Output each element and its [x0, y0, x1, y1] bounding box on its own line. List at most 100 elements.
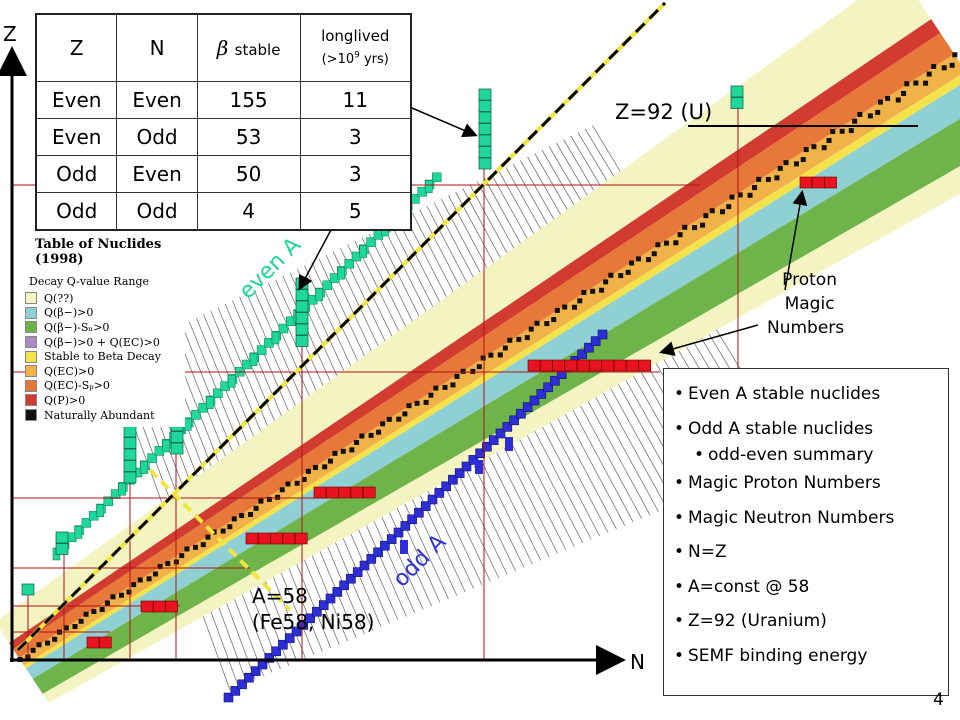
odd-a-cell	[386, 534, 397, 544]
stable-nuclide	[655, 242, 661, 248]
odd-a-cell	[318, 600, 329, 610]
magic-neutron-marker	[295, 335, 309, 347]
stable-nuclide	[826, 138, 832, 144]
stable-nuclide	[774, 175, 780, 181]
magic-neutron-marker	[478, 134, 492, 147]
magic-proton-marker	[799, 176, 813, 189]
magic-neutron-marker	[123, 460, 137, 472]
stable-nuclide	[30, 647, 36, 653]
stable-nuclide	[312, 464, 318, 470]
odd-a-cell	[536, 389, 547, 399]
magic-neutron-marker	[478, 100, 492, 112]
stable-nuclide	[571, 304, 577, 310]
odd-a-cell	[441, 481, 451, 492]
arrow-proton-magic-down	[659, 324, 759, 356]
magic-proton-marker	[539, 359, 553, 372]
stable-nuclide	[301, 476, 307, 482]
stable-nuclide	[184, 546, 190, 552]
stable-nuclide	[581, 289, 587, 295]
magic-neutron-marker	[478, 146, 492, 158]
stable-nuclide	[349, 447, 355, 453]
stable-nuclide	[803, 147, 809, 153]
stable-nuclide	[747, 192, 753, 198]
odd-a-cell	[332, 587, 343, 597]
stable-nuclide	[700, 222, 706, 228]
even-a-cell	[322, 280, 333, 291]
legend-item: Stable to Beta Decay	[25, 349, 185, 364]
even-a-cell	[366, 237, 376, 247]
magic-proton-marker	[270, 532, 283, 545]
stable-nuclide	[99, 606, 105, 612]
odd-a-strip	[223, 329, 608, 703]
legend-label: Naturally Abundant	[44, 408, 155, 422]
stable-nuclide	[629, 260, 635, 266]
stable-nuclide	[258, 498, 264, 504]
odd-a-cell	[516, 408, 526, 419]
odd-a-cell	[448, 474, 458, 485]
stable-nuclide	[157, 564, 163, 570]
magic-number-markers	[21, 85, 837, 649]
stable-nuclide	[507, 337, 513, 343]
magic-proton-marker	[350, 486, 364, 499]
stable-nuclide	[709, 208, 715, 214]
stable-nuclide	[200, 542, 206, 548]
magic-neutron-marker	[478, 123, 492, 135]
odd-a-cell	[407, 514, 417, 525]
stable-nuclide	[460, 368, 466, 374]
stable-nuclide	[756, 176, 762, 182]
even-a-cell	[118, 482, 126, 496]
magic-proton-marker	[626, 359, 639, 372]
odd-a-label: odd A	[389, 530, 452, 593]
odd-a-cell	[298, 620, 309, 630]
legend-swatch	[25, 350, 37, 363]
stable-nuclide	[599, 287, 605, 293]
stable-nuclide	[857, 112, 863, 118]
stable-nuclide	[279, 487, 285, 493]
magic-neutron-marker	[123, 471, 137, 484]
summary-item: SEMF binding energy	[674, 639, 948, 674]
band-region	[32, 118, 960, 694]
stable-nuclide	[220, 528, 226, 534]
stable-nuclide	[783, 160, 789, 166]
stable-nuclide	[359, 433, 365, 439]
summary-item: Magic Neutron Numbers	[674, 501, 948, 536]
legend-item: Q(β−)>0	[25, 306, 185, 321]
odd-a-cell	[434, 488, 445, 498]
stable-nuclide	[608, 272, 614, 278]
stable-nuclide	[45, 640, 51, 646]
stable-nuclide	[146, 576, 152, 582]
odd-a-cell	[509, 415, 519, 426]
stable-nuclide	[562, 304, 568, 310]
page-number: 4	[933, 690, 944, 710]
legend-label: Q(EC)-Sₚ>0	[44, 379, 110, 393]
stable-nuclide	[926, 71, 932, 77]
stable-nuclide	[867, 113, 873, 119]
magic-proton-marker	[294, 532, 308, 545]
odd-a-cell	[475, 448, 485, 459]
legend-swatch	[25, 365, 37, 378]
nuclide-color-legend: Table of Nuclides (1998) Decay Q-value R…	[25, 237, 185, 427]
magic-neutron-marker	[21, 583, 35, 596]
stable-nuclide	[480, 355, 486, 361]
odd-a-cell	[454, 468, 465, 478]
stable-nuclide	[322, 464, 328, 470]
even-a-label: even A	[235, 233, 306, 304]
stable-nuclide	[913, 80, 919, 86]
magic-neutron-marker	[295, 312, 309, 324]
odd-a-cell	[244, 672, 254, 683]
stable-nuclide	[52, 636, 58, 642]
stable-nuclide	[877, 99, 883, 105]
even-a-cell	[249, 353, 258, 366]
magic-neutron-marker	[478, 157, 492, 170]
summary-item: N=Z	[674, 535, 948, 570]
stable-nuclide	[692, 225, 698, 231]
even-a-cell	[74, 526, 83, 539]
odd-a-cell	[543, 382, 553, 393]
stable-nuclide	[488, 352, 494, 358]
even-a-cell	[147, 453, 157, 463]
even-a-cell	[432, 172, 442, 183]
stable-nuclide	[402, 411, 408, 417]
stable-nuclide	[78, 618, 84, 624]
a58-line	[148, 468, 292, 612]
